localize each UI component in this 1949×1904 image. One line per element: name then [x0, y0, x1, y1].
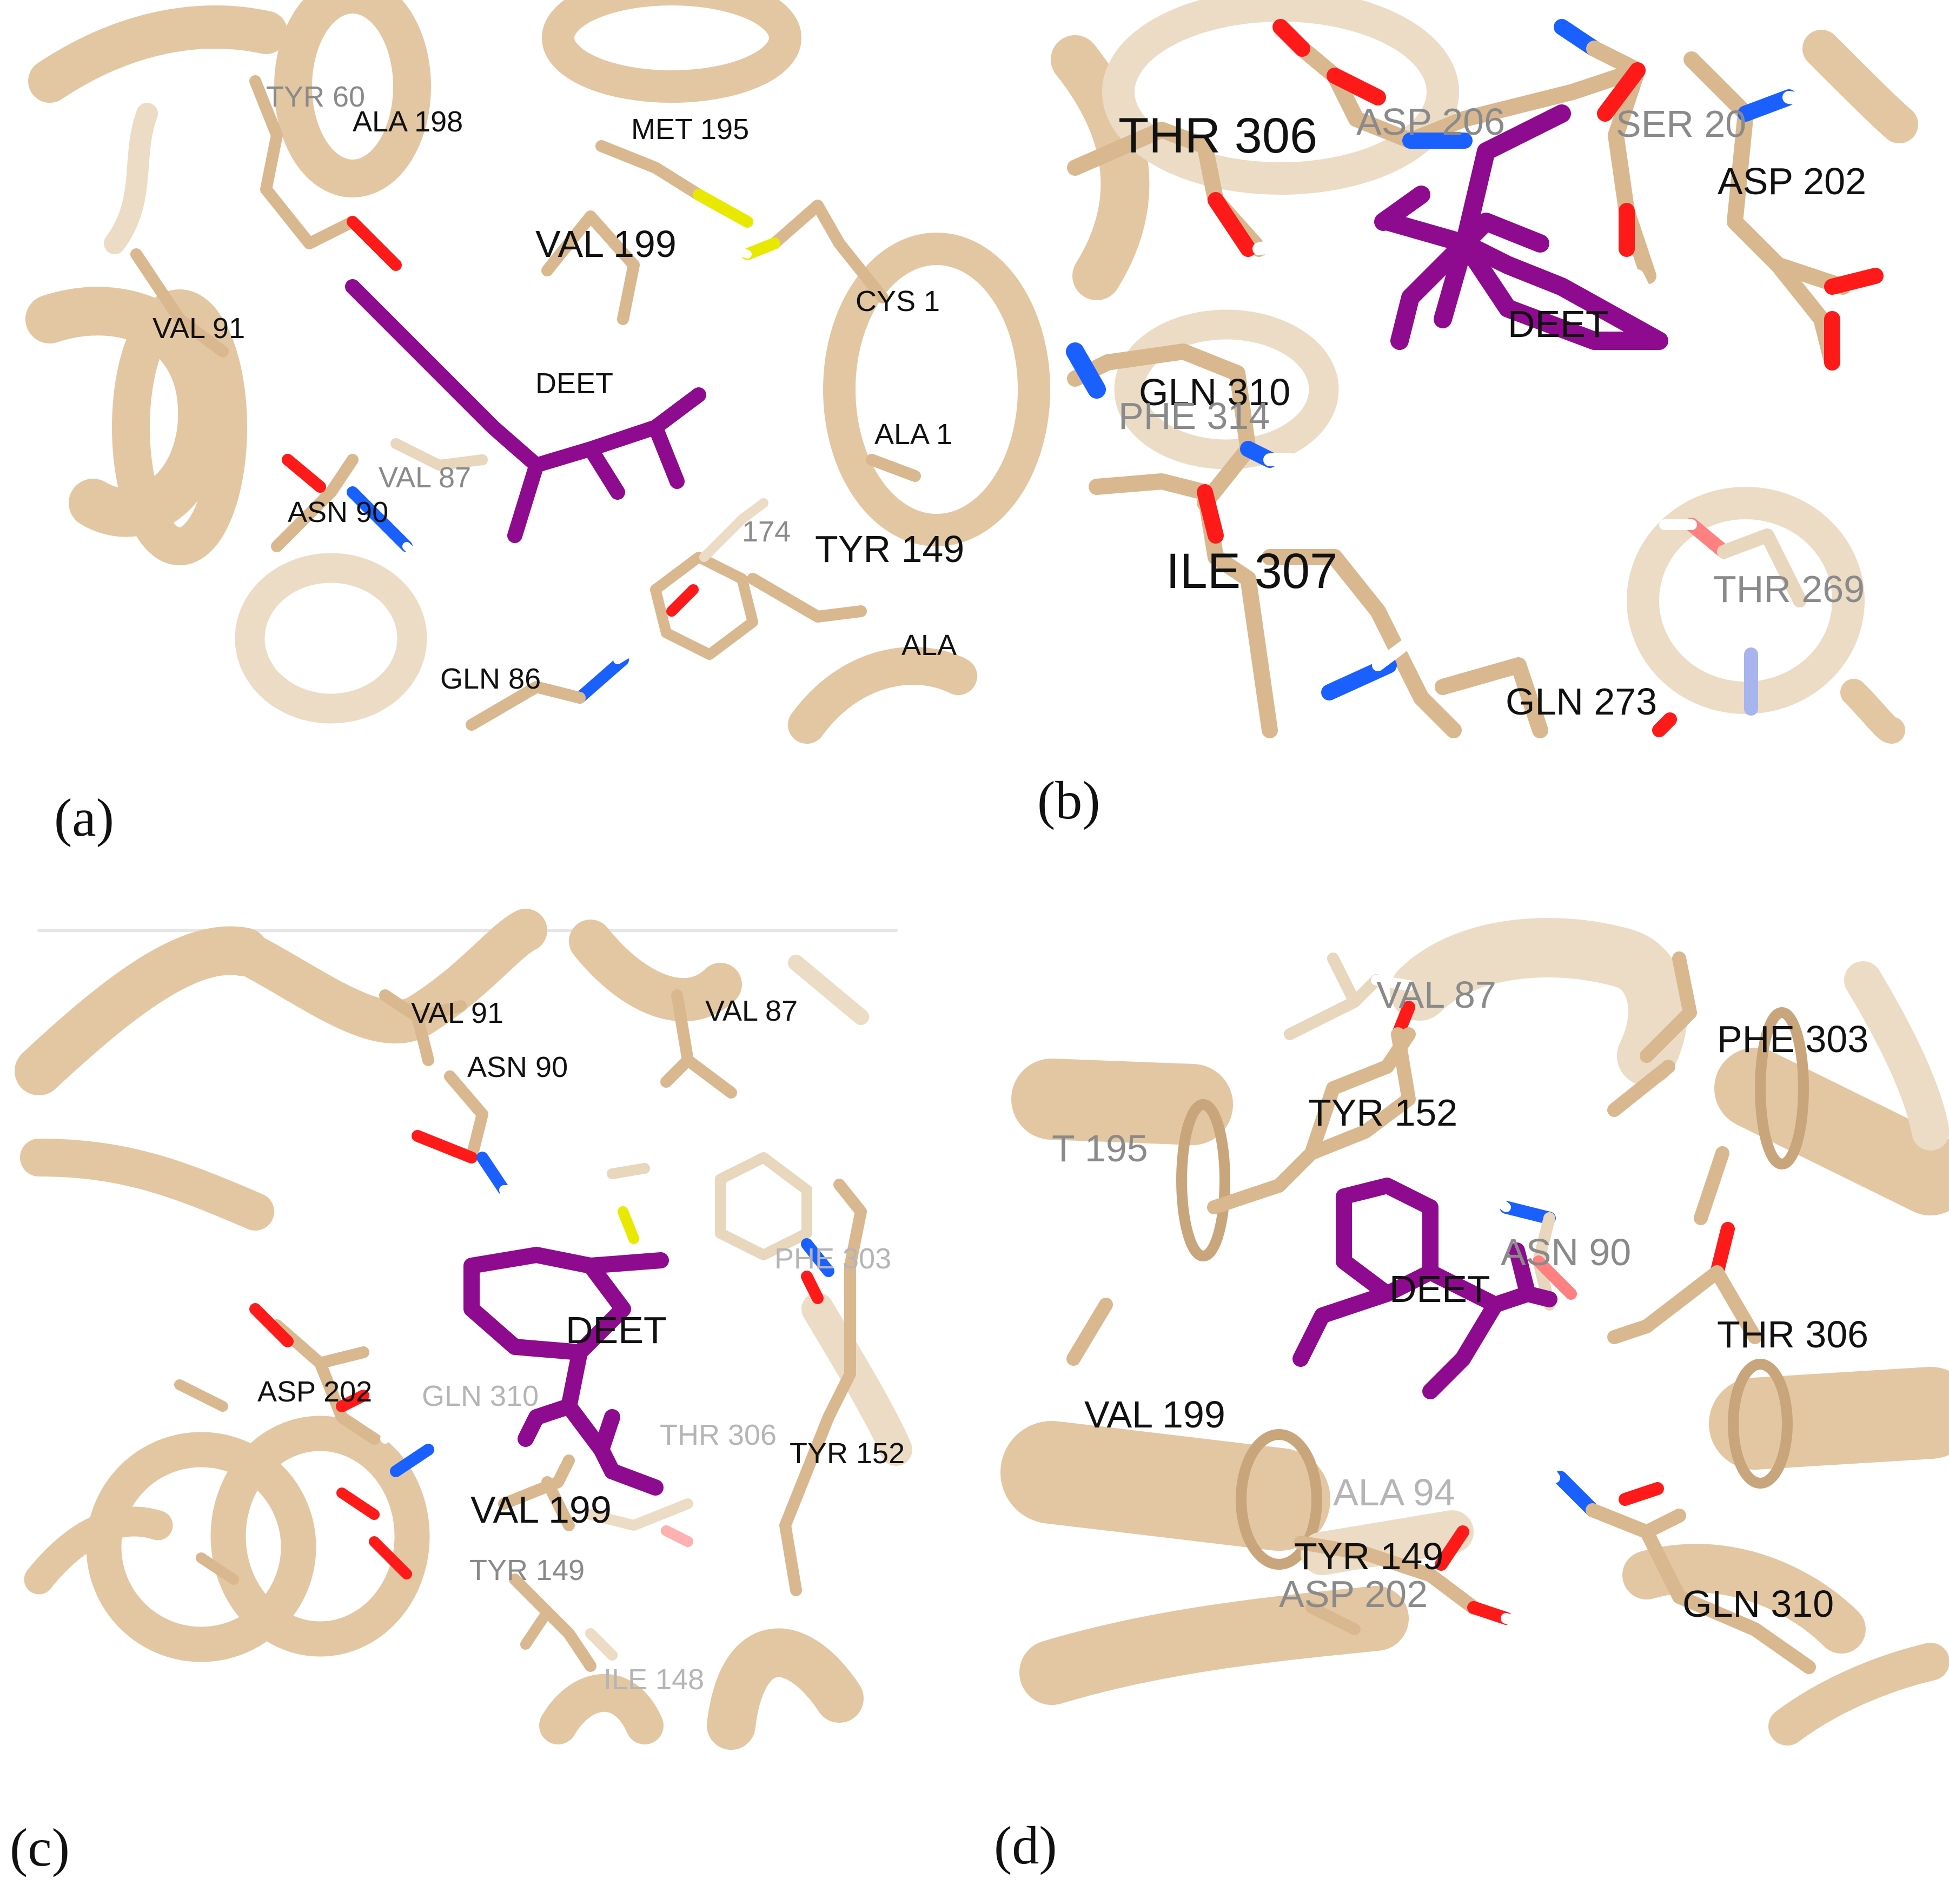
ribbon-a1 [28, 5, 288, 103]
residue-label: DEET [1508, 303, 1609, 345]
residue-label: VAL 91 [153, 312, 246, 345]
residue-label: TYR 149 [469, 1554, 585, 1586]
panel-c: VAL 91 VAL 87 ASN 90 PHE 303 DEET ASP 20… [15, 909, 912, 1750]
residue-label: CYS 1 [856, 285, 940, 318]
residue-label: DEET [566, 1309, 667, 1351]
residue-label: VAL 199 [470, 1489, 612, 1531]
helix-a1 [274, 0, 431, 197]
residue-label: GLN 310 [1139, 371, 1291, 413]
ribbon-a3 [104, 103, 158, 254]
residue-label: ASN 90 [467, 1051, 568, 1083]
residue-label: GLN 86 [440, 663, 541, 695]
residue-label: VAL 199 [535, 223, 677, 265]
panel-a: TYR 60 ALA 198 MET 195 VAL 199 CYS 1 VAL… [25, 0, 1050, 744]
residue-label: GLN 310 [1682, 1583, 1834, 1625]
residue-label: TYR 149 [815, 528, 965, 570]
residue-label: ASP 206 [1356, 101, 1506, 143]
panel-a-structure [25, 0, 1050, 744]
residue-label: THR 306 [1717, 1313, 1869, 1356]
residue-label: SER 20 [1616, 103, 1747, 145]
helix-a5 [235, 553, 427, 724]
helix-a6 [823, 233, 1050, 546]
residue-label: ASP 202 [1718, 160, 1867, 202]
residue-label: TYR 149 [1294, 1535, 1444, 1577]
residue-label: VAL 87 [379, 461, 472, 494]
residue-label: PHE 314 [1118, 395, 1270, 437]
residue-label: ASP 202 [1279, 1573, 1428, 1615]
helix-a4 [112, 289, 247, 565]
residue-label: THR 306 [660, 1419, 777, 1451]
residue-label: GLN 273 [1506, 680, 1658, 723]
residue-label: TYR 152 [790, 1437, 905, 1470]
residue-label: MET 195 [631, 113, 750, 146]
residue-label: T 195 [1052, 1127, 1148, 1169]
residue-label: VAL 199 [1084, 1393, 1225, 1436]
residue-label: ALA [901, 629, 957, 662]
panel-b-structure [1051, 0, 1918, 744]
panel-a-label: (a) [54, 788, 114, 848]
residue-label: TYR 152 [1308, 1092, 1458, 1134]
residue-label: THR 306 [1118, 108, 1318, 163]
panel-d-structure [1000, 918, 1949, 1746]
residue-label: ALA 94 [1333, 1471, 1455, 1513]
panel-c-label: (c) [10, 1817, 70, 1877]
panel-c-structure [15, 909, 912, 1750]
residue-label: DEET [1389, 1268, 1490, 1310]
residue-label: ILE 148 [604, 1663, 705, 1696]
helix-a2 [542, 0, 801, 103]
residue-label: TYR 60 [266, 81, 366, 113]
residue-label: ASP 202 [257, 1376, 373, 1408]
residue-label: VAL 87 [1376, 974, 1496, 1016]
residue-label: ASN 90 [1501, 1231, 1632, 1273]
residue-label: PHE 303 [774, 1242, 892, 1275]
panel-d: VAL 87 PHE 303 TYR 152 T 195 ASN 90 DEET… [1000, 918, 1949, 1746]
residue-label: ILE 307 [1166, 544, 1338, 599]
residue-label: THR 269 [1713, 568, 1865, 610]
panel-b-label: (b) [1037, 770, 1101, 830]
residue-label: ALA 1 [874, 418, 953, 451]
residue-label: ALA 198 [353, 105, 463, 138]
ribbon-a2 [788, 647, 977, 744]
residue-label: ASN 90 [288, 496, 389, 528]
residue-label: PHE 303 [1717, 1018, 1869, 1060]
residue-label: DEET [535, 367, 614, 400]
residue-label: VAL 87 [705, 995, 798, 1027]
panel-d-label: (d) [994, 1815, 1057, 1875]
residue-label: GLN 310 [422, 1380, 539, 1412]
residue-label: VAL 91 [411, 997, 504, 1029]
residue-label: 174 [742, 515, 791, 548]
panel-b: THR 306 ASP 206 SER 20 ASP 202 DEET GLN … [1051, 0, 1918, 744]
